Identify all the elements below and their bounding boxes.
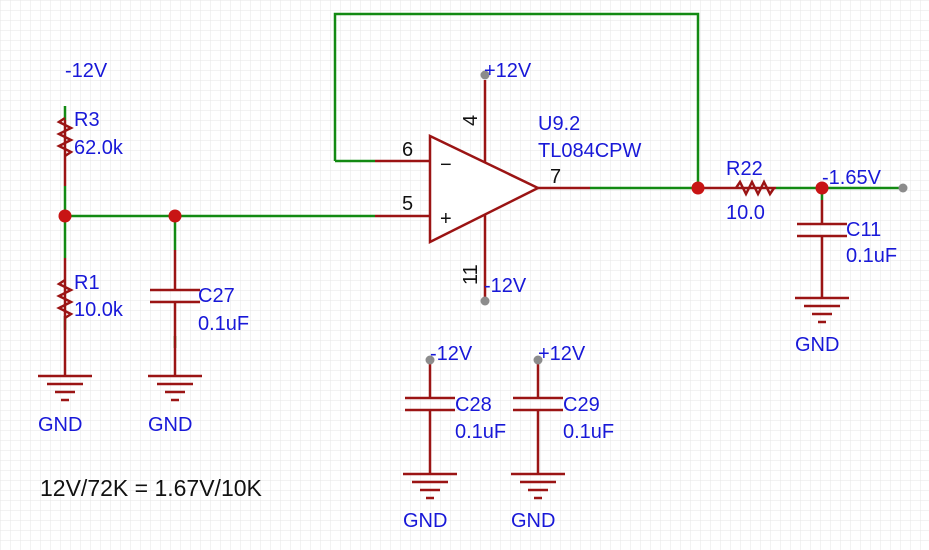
c11-designator: C11 bbox=[846, 219, 881, 241]
c11-value: 0.1uF bbox=[846, 245, 897, 267]
c27-value: 0.1uF bbox=[198, 313, 249, 335]
gnd-label-c11: GND bbox=[795, 334, 839, 356]
opamp-triangle bbox=[428, 134, 541, 245]
r3-resistor-symbol bbox=[56, 116, 74, 158]
pin-end-neg12-bypass bbox=[425, 355, 435, 365]
r3-value: 62.0k bbox=[74, 137, 124, 159]
gnd-label-c27: GND bbox=[148, 414, 192, 436]
opamp-pin-4: 4 bbox=[460, 115, 482, 126]
junction-c27 bbox=[168, 209, 182, 223]
pin-end-output-net bbox=[898, 183, 908, 193]
net-label-output: -1.65V bbox=[822, 167, 882, 189]
c28-capacitor-symbol bbox=[405, 396, 455, 412]
r1-value: 10.0k bbox=[74, 299, 124, 321]
c28-value: 0.1uF bbox=[455, 421, 506, 443]
c28-designator: C28 bbox=[455, 394, 492, 416]
pin-end-pos12-bypass bbox=[533, 355, 543, 365]
pin-end-pos12-opamp bbox=[480, 70, 490, 80]
divider-calculation-note: 12V/72K = 1.67V/10K bbox=[40, 475, 263, 501]
r22-resistor-symbol bbox=[734, 179, 776, 197]
junction-output bbox=[691, 181, 705, 195]
component-leads bbox=[63, 80, 824, 470]
ground-symbol-r1 bbox=[38, 330, 92, 402]
opamp-pin-11: 11 bbox=[460, 264, 482, 285]
junction-divider bbox=[58, 209, 72, 223]
c29-designator: C29 bbox=[563, 394, 600, 416]
opamp-designator: U9.2 bbox=[538, 113, 580, 135]
c11-capacitor-symbol bbox=[797, 222, 847, 238]
opamp-pin-7: 7 bbox=[550, 166, 561, 188]
opamp-part-number: TL084CPW bbox=[538, 140, 641, 162]
opamp-input-leads bbox=[375, 159, 430, 218]
pin-end-neg12-opamp bbox=[480, 296, 490, 306]
opamp-noninv-sign: + bbox=[440, 208, 452, 230]
gnd-label-r1: GND bbox=[38, 414, 82, 436]
net-label-pos12-opamp: +12V bbox=[484, 60, 532, 82]
gnd-label-c28: GND bbox=[403, 510, 447, 532]
r22-designator: R22 bbox=[726, 158, 763, 180]
r22-value: 10.0 bbox=[726, 202, 765, 224]
opamp-pin-6: 6 bbox=[402, 139, 413, 161]
net-label-pos12-bypass: +12V bbox=[538, 343, 586, 365]
net-label-neg12-bypass: -12V bbox=[430, 343, 473, 365]
c29-value: 0.1uF bbox=[563, 421, 614, 443]
r3-designator: R3 bbox=[74, 109, 100, 131]
c27-designator: C27 bbox=[198, 285, 235, 307]
opamp-pin-5: 5 bbox=[402, 193, 413, 215]
opamp-inv-sign: − bbox=[440, 154, 452, 176]
r1-designator: R1 bbox=[74, 272, 100, 294]
c27-capacitor-symbol bbox=[150, 288, 200, 304]
wire-feedback-loop bbox=[333, 12, 700, 186]
wires bbox=[63, 12, 900, 348]
c29-capacitor-symbol bbox=[513, 396, 563, 412]
gnd-label-c29: GND bbox=[511, 510, 555, 532]
opamp-u9-2: − + bbox=[428, 134, 541, 245]
net-label-neg12-opamp: -12V bbox=[484, 275, 527, 297]
ground-symbol-c27 bbox=[148, 348, 202, 402]
ground-symbol-c29 bbox=[511, 470, 565, 500]
ground-symbol-c28 bbox=[403, 470, 457, 500]
ground-symbol-c11 bbox=[795, 294, 849, 324]
r1-resistor-symbol bbox=[56, 278, 74, 320]
net-label-neg12-top: -12V bbox=[65, 60, 108, 82]
junction-c11 bbox=[815, 181, 829, 195]
